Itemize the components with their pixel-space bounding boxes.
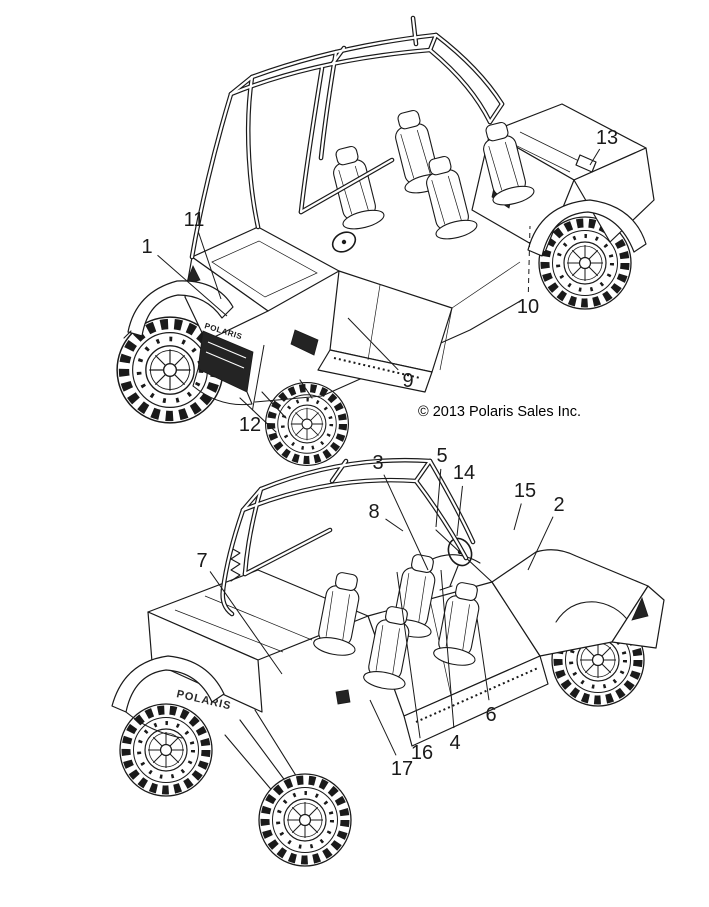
leader-line-4 — [440, 569, 455, 729]
callout-17: 17 — [391, 758, 413, 780]
leader-line-16 — [396, 571, 421, 739]
leader-line-1 — [157, 254, 228, 317]
callout-14: 14 — [453, 462, 475, 484]
callout-13: 13 — [596, 127, 618, 149]
leader-line-15 — [513, 503, 522, 531]
hood-front-end: POLARIS — [123, 226, 340, 406]
copyright-text: © 2013 Polaris Sales Inc. — [418, 404, 581, 420]
rear-fender — [527, 199, 647, 257]
vehicle-front-left-illustration: POLARIS — [117, 15, 655, 466]
wheel-front-right — [266, 383, 349, 466]
callout-8: 8 — [368, 501, 379, 523]
callout-9: 9 — [402, 370, 413, 392]
callout-5: 5 — [436, 445, 447, 467]
leader-line-12 — [251, 344, 265, 411]
callout-2: 2 — [553, 494, 564, 516]
rear-fender-b — [111, 655, 225, 713]
rear-decal — [575, 154, 597, 173]
roll-cage-b — [221, 459, 475, 616]
leader-line-10 — [527, 225, 531, 293]
leader-line-7 — [209, 571, 283, 675]
wheel-front-left-b — [259, 774, 351, 866]
side-vent — [290, 329, 319, 356]
callout-1: 1 — [141, 236, 152, 258]
steering-wheel — [331, 231, 357, 253]
shock-spring — [230, 547, 241, 582]
leader-line-17 — [369, 699, 397, 756]
leader-line-6 — [476, 617, 490, 701]
leader-line-14 — [456, 485, 463, 537]
rocker-panel — [317, 349, 433, 393]
leader-line-9 — [347, 317, 399, 371]
leader-line-5 — [435, 468, 442, 528]
door-latch — [335, 689, 351, 705]
callout-12: 12 — [239, 414, 261, 436]
callout-16: 16 — [411, 742, 433, 764]
front-fender — [127, 280, 234, 337]
dash-area — [429, 529, 493, 591]
callout-3: 3 — [372, 452, 383, 474]
callout-7: 7 — [196, 550, 207, 572]
front-end-b — [491, 549, 665, 657]
leader-line-3 — [383, 474, 429, 571]
side-body — [290, 261, 521, 393]
callout-10: 10 — [517, 296, 539, 318]
leader-line-2 — [527, 516, 554, 571]
callout-6: 6 — [485, 704, 496, 726]
vehicle-rear-left-illustration: POLARIS — [111, 457, 665, 866]
leader-line-13 — [589, 148, 601, 166]
callout-15: 15 — [514, 480, 536, 502]
tail-panel — [147, 611, 263, 713]
leader-line-11 — [198, 232, 222, 300]
callout-4: 4 — [449, 732, 460, 754]
roll-cage — [190, 16, 504, 259]
callout-11: 11 — [184, 209, 205, 231]
headlight-b — [631, 596, 649, 621]
rear-box — [471, 103, 655, 257]
leader-line-8 — [385, 518, 404, 532]
